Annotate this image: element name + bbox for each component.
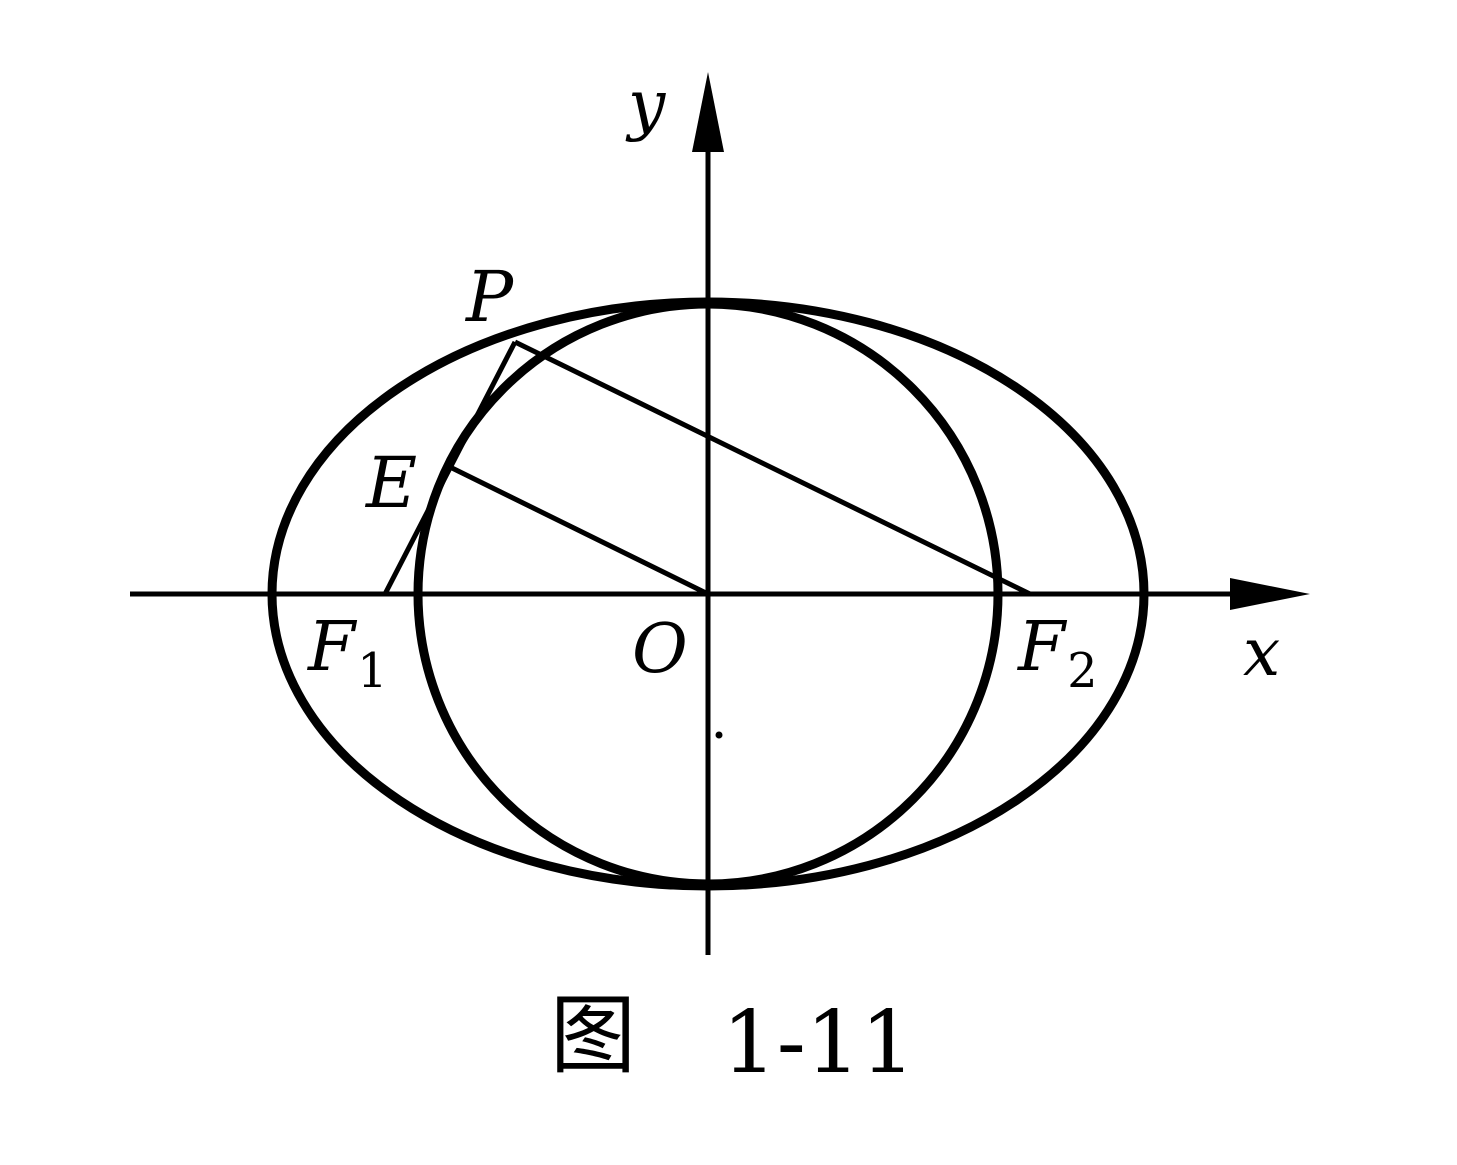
x-axis-label: x xyxy=(1243,614,1281,691)
figure-caption-number: 1-11 xyxy=(722,993,916,1093)
x-axis-arrow-icon xyxy=(1230,578,1310,610)
focus2-label: F2 xyxy=(1018,614,1097,695)
focus2-subscript: 2 xyxy=(1067,643,1098,699)
focus1-main: F xyxy=(308,608,356,687)
segment-pf1 xyxy=(382,340,518,596)
focus1-subscript: 1 xyxy=(357,643,388,699)
segment-pf2 xyxy=(513,339,1032,597)
y-axis-label: y xyxy=(628,66,666,143)
point-p-label: P xyxy=(466,256,514,338)
focus2-main: F xyxy=(1018,608,1066,687)
figure-caption-prefix: 图 xyxy=(550,986,636,1086)
stray-dot xyxy=(715,731,723,739)
segment-oe xyxy=(450,465,710,597)
y-axis-arrow-icon xyxy=(692,72,724,152)
inscribed-circle xyxy=(413,299,1003,889)
origin-label: O xyxy=(632,610,688,689)
focus1-label: F1 xyxy=(308,614,387,695)
point-e-label: E xyxy=(366,442,418,524)
